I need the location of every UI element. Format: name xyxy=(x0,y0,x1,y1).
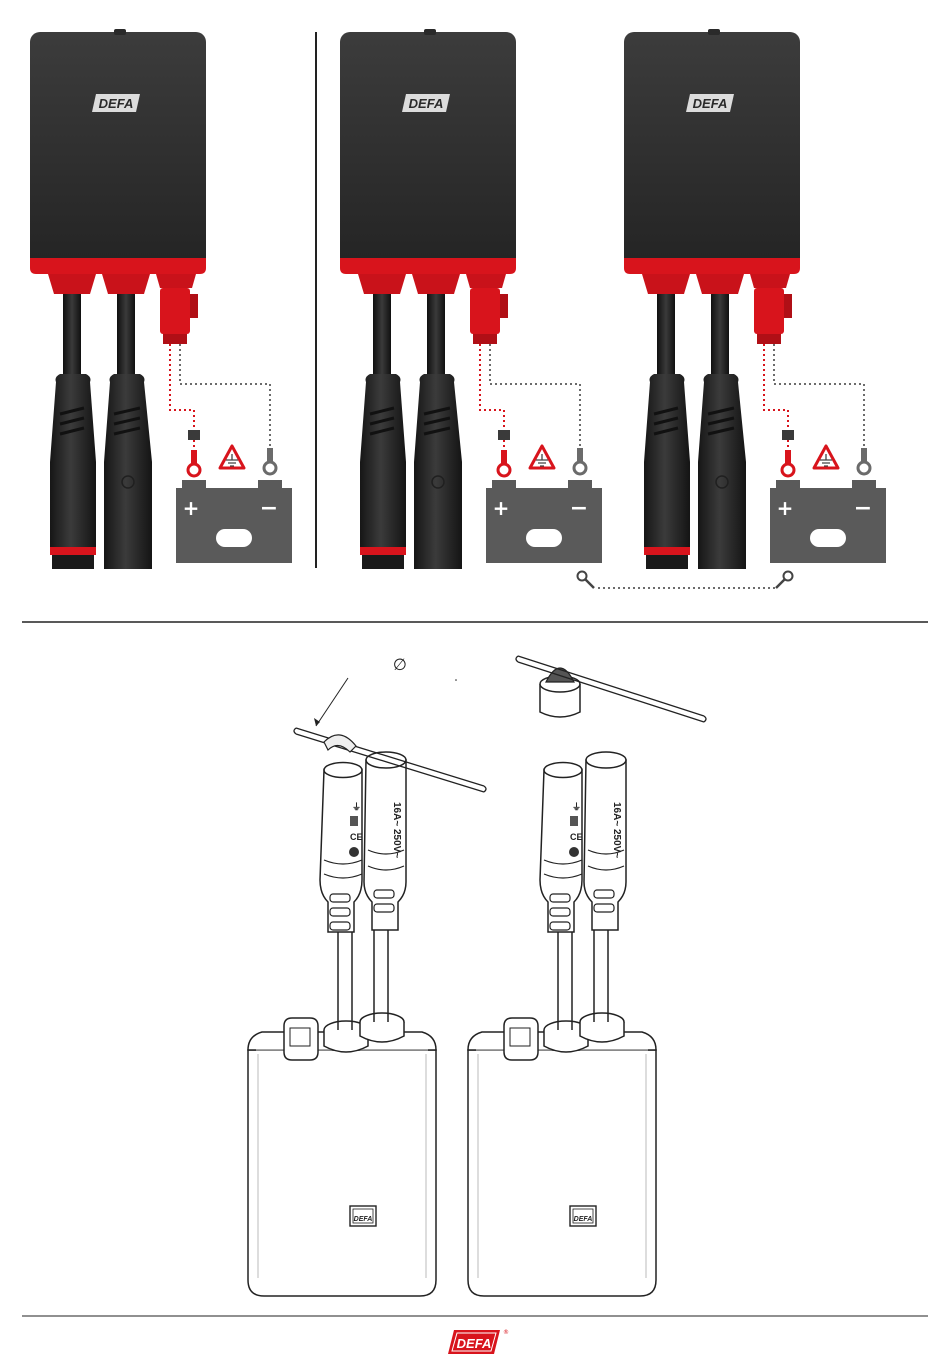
removed-cap xyxy=(516,656,706,722)
housing-logo: DEFA xyxy=(686,94,734,112)
housing-logo-text: DEFA xyxy=(409,96,444,111)
device-logo-left: DEFA xyxy=(354,1216,373,1223)
housing-logo: DEFA xyxy=(402,94,450,112)
device-logo-right: DEFA xyxy=(574,1216,593,1223)
diameter-pointer xyxy=(316,678,348,726)
registered-mark: ® xyxy=(503,1329,509,1336)
panel-3: DEFA xyxy=(624,29,886,569)
diameter-symbol: ∅ xyxy=(393,655,407,674)
housing-logo-text: DEFA xyxy=(693,96,728,111)
housing-logo-text: DEFA xyxy=(99,96,134,111)
footer-logo: DEFA ® xyxy=(448,1329,509,1354)
panel-1: DEFA xyxy=(30,29,292,569)
housing-logo: DEFA xyxy=(92,94,140,112)
left-connector-assembly xyxy=(248,752,436,1296)
frame-ground-link-icon xyxy=(578,572,793,589)
panel-2: DEFA xyxy=(340,29,602,569)
right-connector-assembly xyxy=(468,752,656,1296)
footer-logo-text: DEFA xyxy=(457,1336,492,1351)
